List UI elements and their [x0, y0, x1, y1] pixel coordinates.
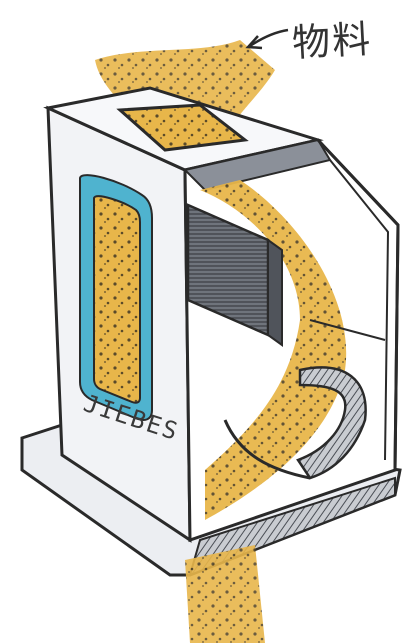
viewing-window [80, 175, 152, 420]
arrow-icon [248, 30, 288, 48]
material-label: 物料 [291, 8, 374, 67]
cutaway-section [185, 140, 398, 540]
